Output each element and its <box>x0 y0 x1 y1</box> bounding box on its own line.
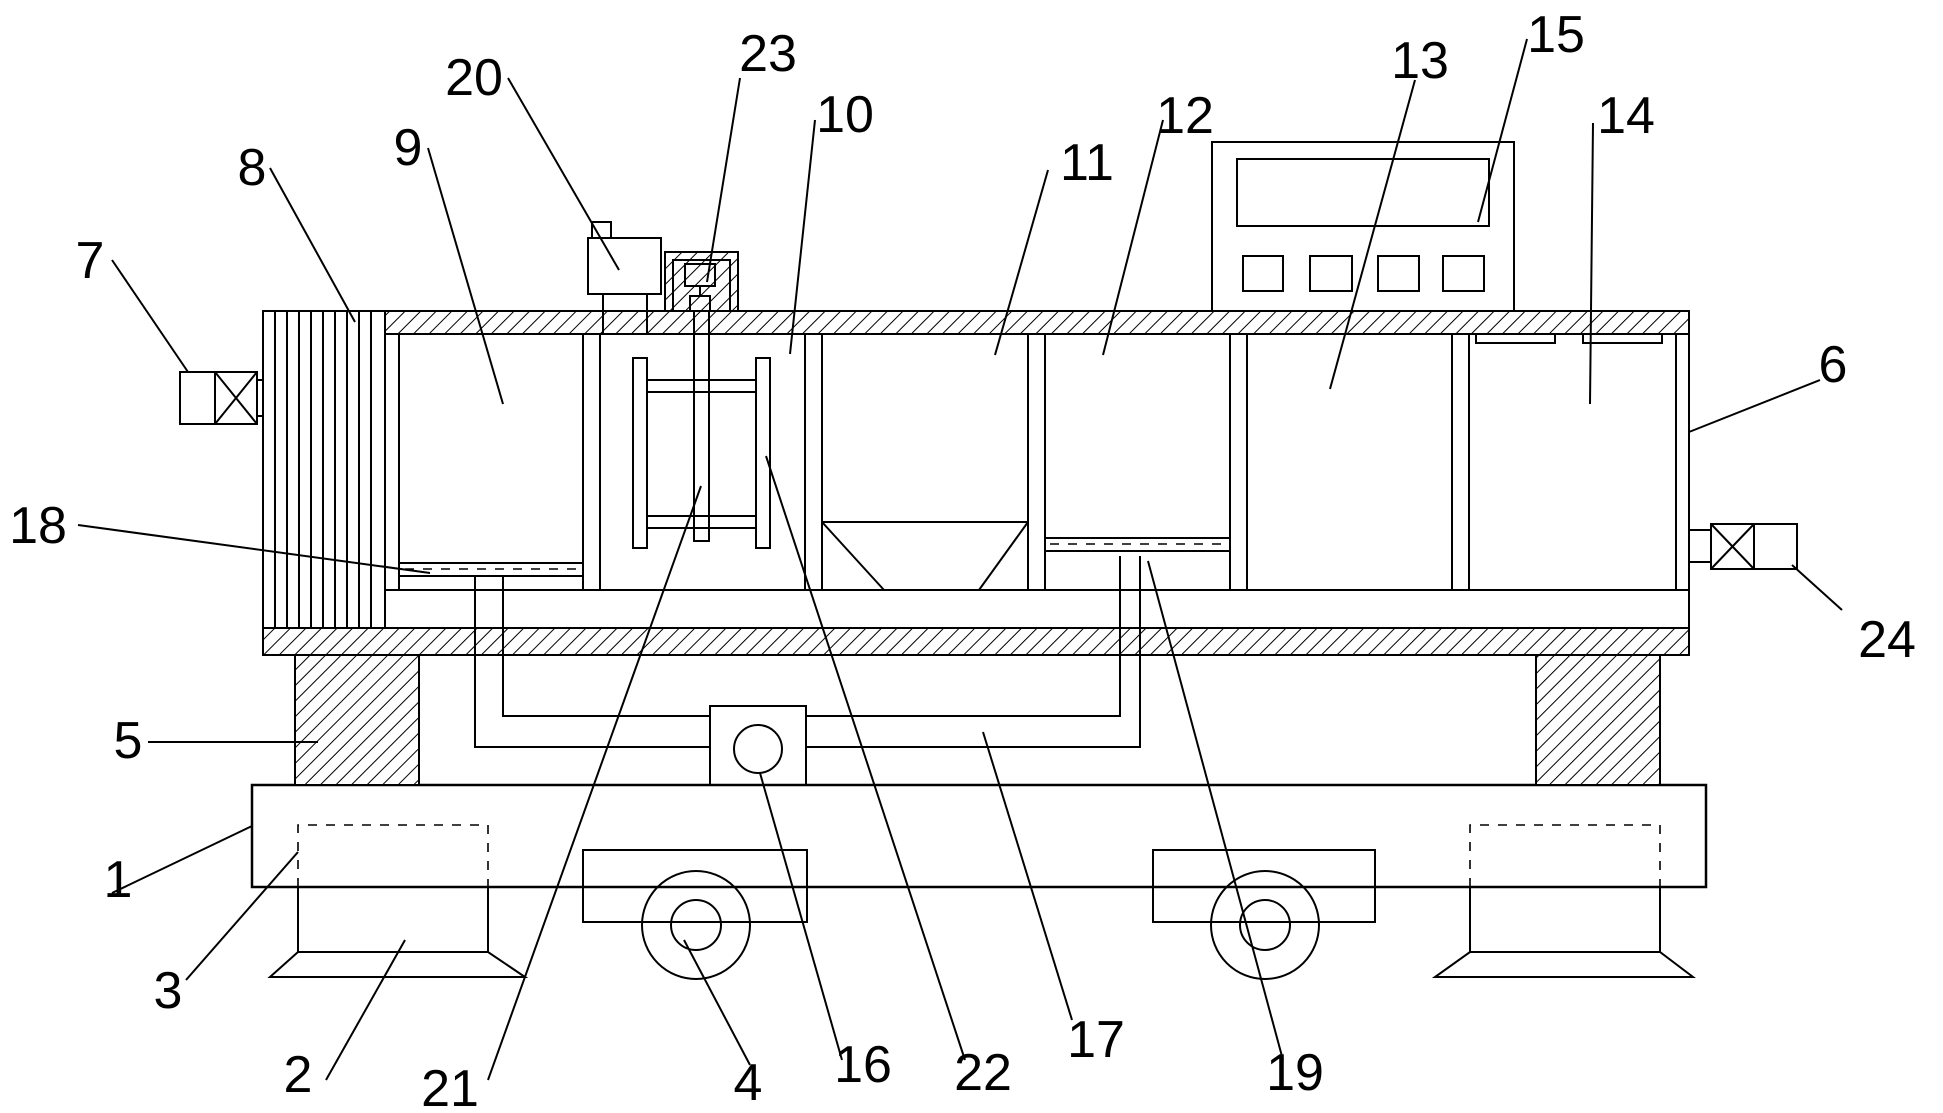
base-frame <box>250 783 1708 889</box>
chamber-14-sensors <box>1475 333 1663 344</box>
label-23: 23 <box>739 25 797 83</box>
label-13: 13 <box>1391 32 1449 90</box>
control-panel <box>1211 141 1515 312</box>
support-foot-right <box>1431 886 1696 978</box>
label-3: 3 <box>154 962 183 1020</box>
stirring-shaft <box>693 310 710 542</box>
label-15: 15 <box>1527 6 1585 64</box>
label-9: 9 <box>394 119 423 177</box>
label-14: 14 <box>1597 87 1655 145</box>
label-4: 4 <box>734 1054 763 1112</box>
tank-body <box>262 310 1690 656</box>
label-24: 24 <box>1858 611 1916 669</box>
circulation-pump <box>709 705 807 786</box>
label-12: 12 <box>1156 87 1214 145</box>
label-5: 5 <box>114 712 143 770</box>
wheel-left <box>582 849 808 980</box>
circulation-pipe <box>474 556 1141 748</box>
filter-plate-stack <box>262 310 386 629</box>
reference-labels: 1 2 3 4 5 6 7 8 9 10 11 12 13 14 15 16 1… <box>9 6 1916 1113</box>
outlet-valve <box>1689 523 1798 570</box>
support-column-right <box>1535 654 1661 786</box>
drive-housing <box>664 251 739 312</box>
settling-hopper <box>821 521 1029 591</box>
label-8: 8 <box>238 139 267 197</box>
support-column-left <box>294 654 420 786</box>
wheel-right <box>1152 849 1376 980</box>
label-2: 2 <box>284 1046 313 1104</box>
label-1: 1 <box>104 851 133 909</box>
label-11: 11 <box>1060 134 1114 192</box>
chamber-walls <box>582 334 1470 590</box>
label-18: 18 <box>9 497 67 555</box>
screen-left <box>398 562 584 577</box>
label-22: 22 <box>954 1044 1012 1102</box>
stirring-paddle <box>632 357 771 549</box>
inlet-valve <box>179 371 263 425</box>
label-7: 7 <box>76 232 105 290</box>
label-21: 21 <box>421 1060 479 1113</box>
label-10: 10 <box>816 86 874 144</box>
leader-lines <box>77 38 1843 1081</box>
label-17: 17 <box>1067 1011 1125 1069</box>
label-16: 16 <box>834 1036 892 1094</box>
label-19: 19 <box>1266 1044 1324 1102</box>
support-foot-left <box>267 886 529 978</box>
label-6: 6 <box>1819 336 1848 394</box>
label-20: 20 <box>445 49 503 107</box>
screen-right <box>1044 537 1231 552</box>
